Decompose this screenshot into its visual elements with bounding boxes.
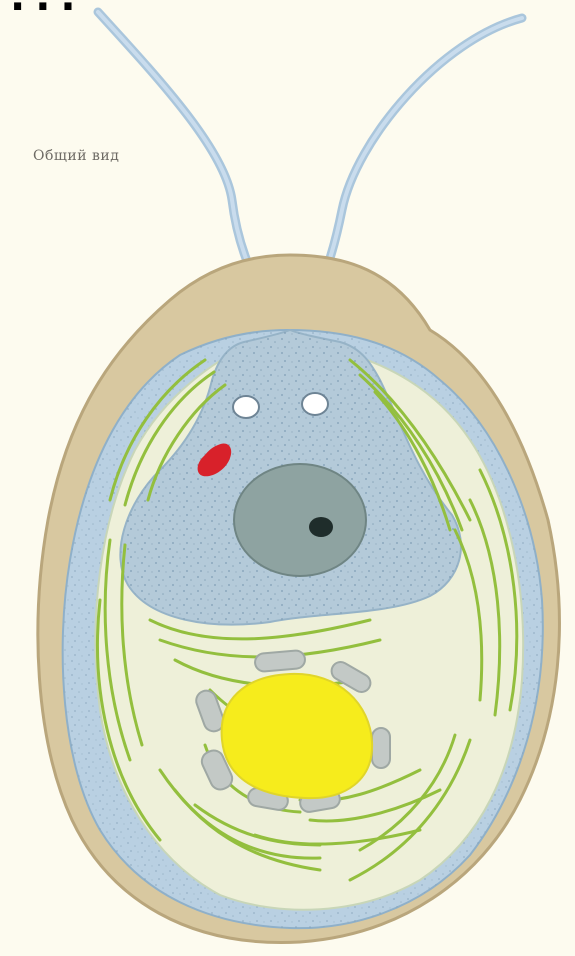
nucleolus-icon: [309, 517, 333, 537]
nucleus-icon: [234, 464, 366, 576]
contractile-vacuole-icon: [302, 393, 328, 415]
pyrenoid-icon: [222, 674, 372, 798]
contractile-vacuole-icon: [233, 396, 259, 418]
